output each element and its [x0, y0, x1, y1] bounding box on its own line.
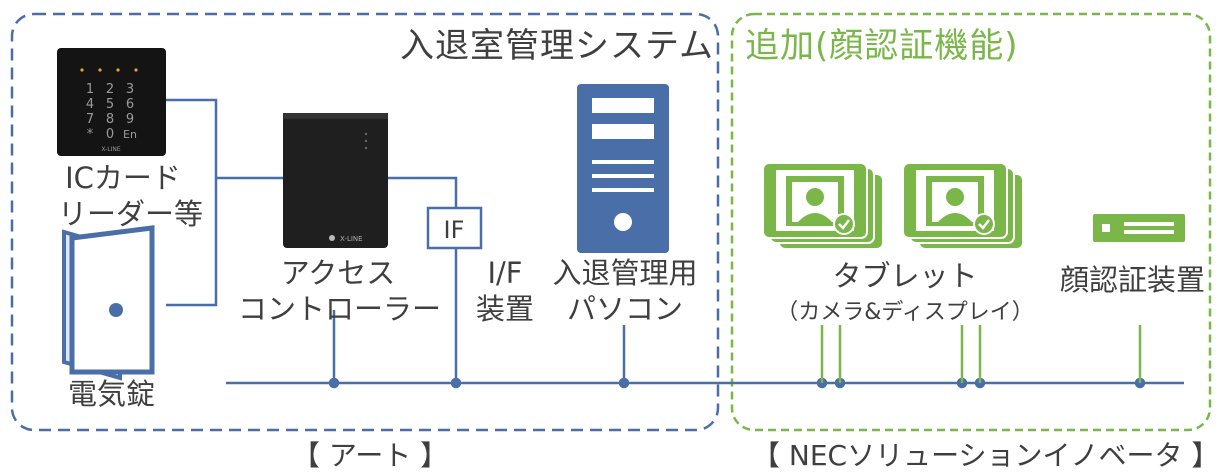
- tablet-label: タブレット （カメラ&ディスプレイ）: [760, 258, 1050, 326]
- left-section-title: 入退室管理システム: [400, 26, 714, 66]
- keypad-key: 7: [86, 112, 94, 127]
- card-reader-label-line1: ICカード: [65, 161, 181, 195]
- tablet-label-line1: タブレット: [832, 259, 978, 293]
- access-controller-label: アクセス コントローラー: [238, 255, 442, 327]
- reader-brand: X-LINE: [101, 146, 121, 153]
- door-icon: [62, 225, 155, 381]
- controller-icon: X-LINE: [283, 113, 388, 248]
- keypad-key: 6: [126, 97, 134, 112]
- tablet-face-icon: [902, 162, 1024, 250]
- electric-lock-label: 電気錠: [68, 377, 156, 411]
- tablet-label-line2: （カメラ&ディスプレイ）: [776, 300, 1034, 325]
- if-box-text: IF: [444, 216, 465, 244]
- pc-label: 入退管理用 パソコン: [550, 255, 700, 327]
- keypad-key: 3: [126, 82, 134, 97]
- access-controller-label-line2: コントローラー: [238, 292, 442, 326]
- if-device-label-line1: I/F: [487, 256, 523, 290]
- controller-brand: X-LINE: [340, 235, 363, 243]
- art-system-boundary: [10, 12, 720, 432]
- green-wiring: [820, 325, 1142, 383]
- wiring: [166, 98, 1184, 389]
- if-device-label-line2: 装置: [475, 292, 534, 326]
- pc-label-line2: パソコン: [566, 292, 683, 326]
- nec-company-label: 【 NECソリューションイノベータ 】: [752, 439, 1220, 472]
- keypad-key: 5: [106, 97, 114, 112]
- keypad-key: 1: [86, 82, 94, 97]
- nec-addition-boundary: [730, 12, 1212, 432]
- keypad-key: 4: [86, 97, 94, 112]
- tablet-face-icon: [762, 162, 884, 250]
- keypad-reader-icon: 1 2 3 4 5 6 7 8 9 * 0 En X-LINE: [57, 48, 166, 156]
- keypad-key: 2: [106, 82, 114, 97]
- if-box: IF: [426, 206, 483, 250]
- if-device-label: I/F 装置: [470, 255, 540, 327]
- access-controller-label-line1: アクセス: [280, 256, 396, 290]
- pc-label-line1: 入退管理用: [552, 256, 698, 290]
- card-reader-label-line2: リーダー等: [58, 197, 204, 231]
- keypad-key: 9: [126, 112, 134, 127]
- server-pc-icon: [577, 84, 669, 253]
- art-company-label: 【 アート 】: [292, 439, 449, 472]
- right-section-title: 追加(顔認証機能): [745, 26, 1019, 66]
- keypad-key: En: [123, 128, 137, 141]
- card-reader-label: ICカード リーダー等: [58, 160, 204, 232]
- keypad-key: 8: [106, 112, 114, 127]
- face-device-label: 顔認証装置: [1060, 263, 1206, 297]
- face-auth-device-icon: [1093, 214, 1185, 242]
- keypad-key: 0: [106, 127, 114, 142]
- keypad-key: *: [87, 127, 94, 142]
